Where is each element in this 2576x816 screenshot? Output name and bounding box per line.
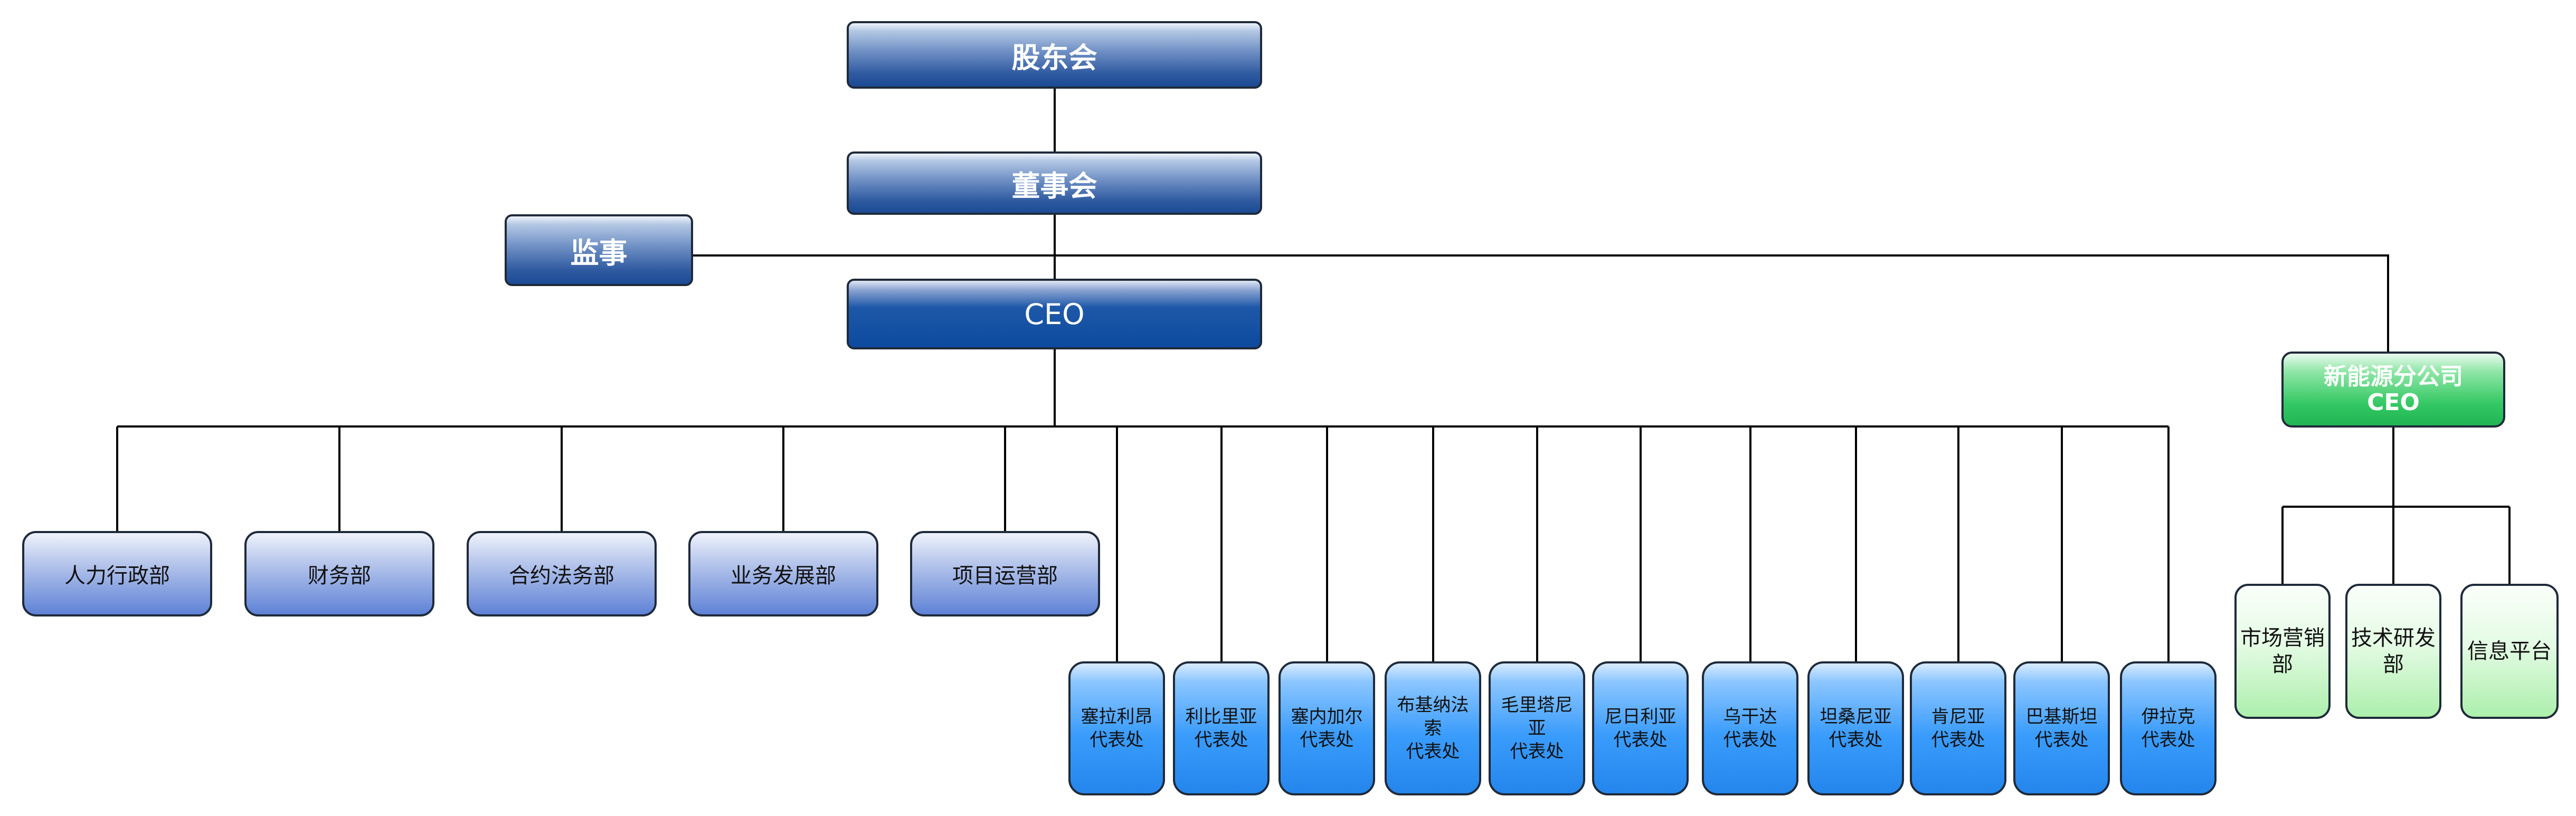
office-uganda: 乌干达 代表处: [1702, 661, 1798, 795]
ceo-node: CEO: [847, 279, 1262, 349]
shareholders-node: 股东会: [847, 21, 1262, 89]
department-project-operations: 项目运营部: [910, 531, 1100, 616]
office-mauritania: 毛里塔尼 亚 代表处: [1489, 661, 1585, 795]
department-legal: 合约法务部: [467, 531, 657, 616]
office-sierra-leone: 塞拉利昂 代表处: [1068, 661, 1165, 795]
subsidiary-department-rnd: 技术研发 部: [2345, 584, 2441, 719]
office-nigeria: 尼日利亚 代表处: [1592, 661, 1689, 795]
board-node: 董事会: [847, 151, 1262, 215]
office-iraq: 伊拉克 代表处: [2120, 661, 2217, 795]
department-business-development: 业务发展部: [688, 531, 878, 616]
department-hr-admin: 人力行政部: [22, 531, 212, 616]
supervisor-node: 监事: [505, 214, 693, 286]
line-supervisor-subsidiary: [693, 254, 2389, 352]
subsidiary-ceo-node: 新能源分公司 CEO: [2281, 352, 2505, 428]
office-kenya: 肯尼亚 代表处: [1910, 661, 2006, 795]
department-finance: 财务部: [244, 531, 434, 616]
subsidiary-department-marketing: 市场营销 部: [2234, 584, 2331, 719]
office-burkina-faso: 布基纳法 索 代表处: [1385, 661, 1481, 795]
office-pakistan: 巴基斯坦 代表处: [2013, 661, 2110, 795]
office-liberia: 利比里亚 代表处: [1173, 661, 1270, 795]
subsidiary-department-info-platform: 信息平台: [2460, 584, 2559, 719]
office-tanzania: 坦桑尼亚 代表处: [1807, 661, 1904, 795]
office-senegal: 塞内加尔 代表处: [1278, 661, 1375, 795]
